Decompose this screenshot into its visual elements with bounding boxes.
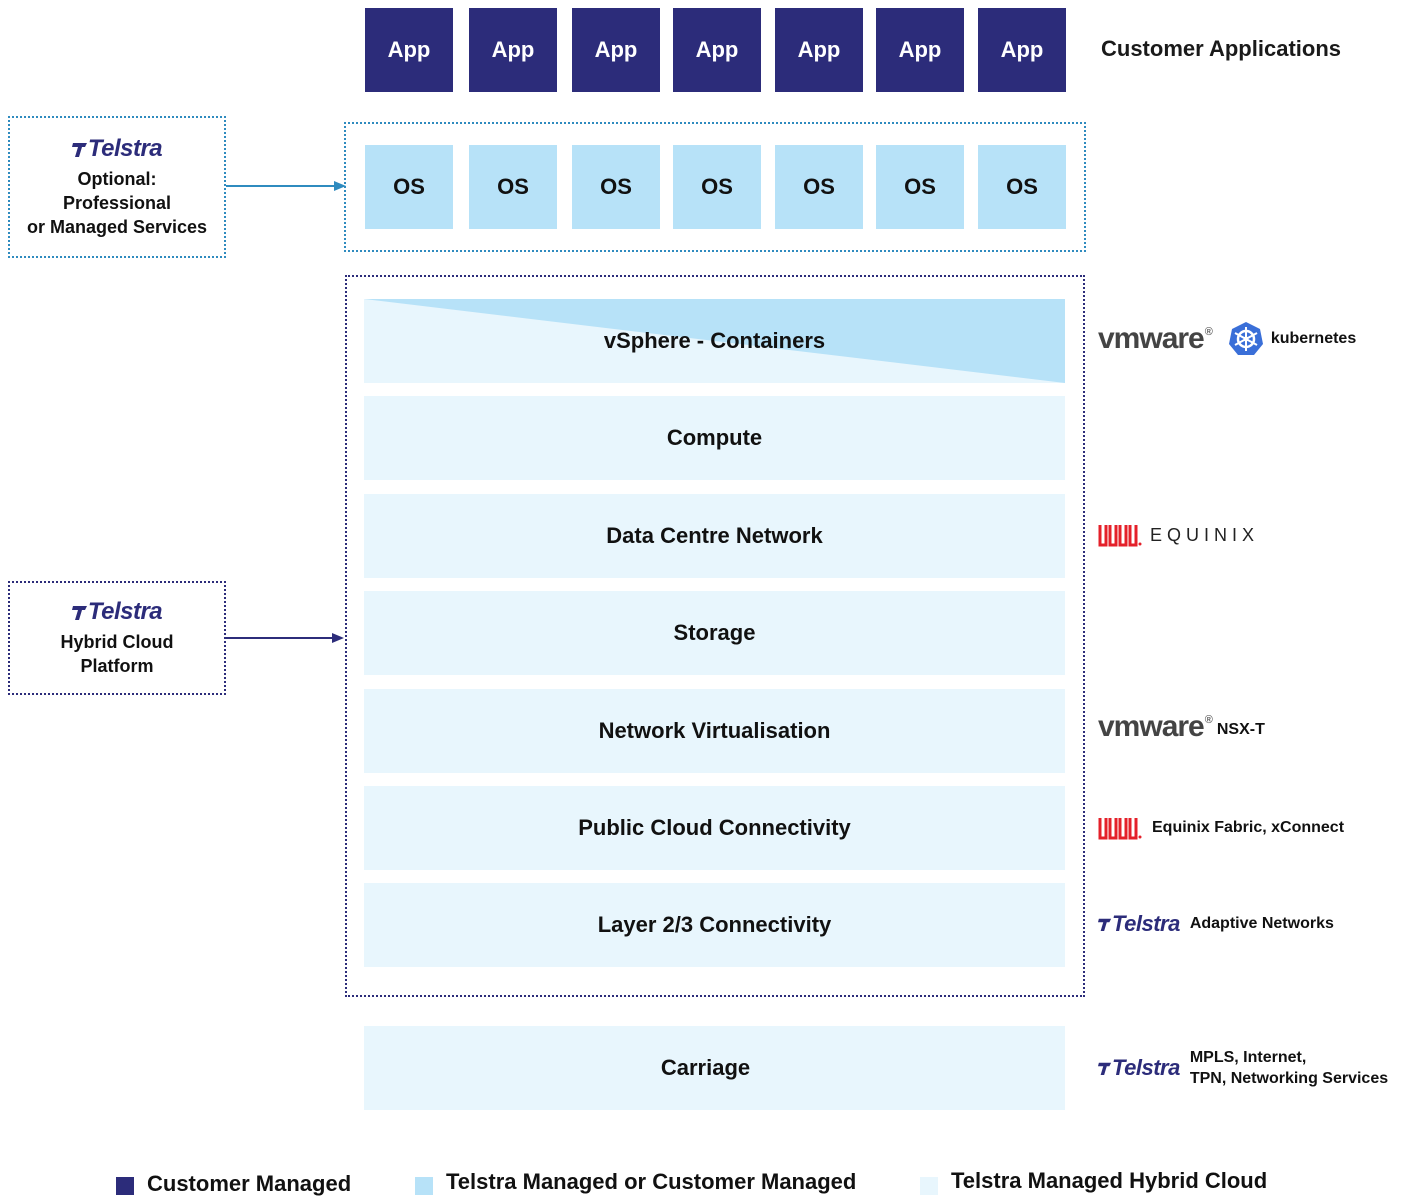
app-label: App [797,37,841,62]
vendor-telstra-adaptive: Telstra Adaptive Networks [1098,911,1334,937]
optional-services-callout: Telstra Optional: Professional or Manage… [8,116,226,258]
app-box: App [673,8,761,92]
legend-label: Telstra Managed Hybrid Cloud [951,1168,1268,1193]
equinix-fabric-label: Equinix Fabric, xConnect [1152,819,1345,836]
app-box: App [775,8,863,92]
customer-applications-label: Customer Applications [1101,36,1341,61]
hybrid-cloud-callout: Telstra Hybrid Cloud Platform [8,581,226,695]
layer-label: Layer 2/3 Connectivity [597,912,832,937]
adaptive-networks-label: Adaptive Networks [1189,915,1334,932]
app-box: App [469,8,557,92]
os-label: OS [1006,174,1038,199]
app-box: App [978,8,1066,92]
os-box: OS [572,145,660,229]
carriage-line: MPLS, Internet, [1189,1049,1307,1066]
app-box: App [572,8,660,92]
layer-layer23-connectivity: Layer 2/3 Connectivity [364,883,1065,967]
carriage-services: MPLS, Internet, TPN, Networking Services [1190,1047,1388,1089]
telstra-wordmark: Telstra [87,598,163,625]
registered-mark-icon: ® [1204,714,1213,726]
telstra-logo: Telstra [71,135,163,163]
telstra-wordmark: Telstra [1112,911,1180,936]
os-box: OS [365,145,453,229]
equinix-icon [1098,818,1142,840]
app-box: App [365,8,453,92]
os-label: OS [393,174,425,199]
callout-line: or Managed Services [26,217,208,237]
os-box: OS [978,145,1066,229]
equinix-icon [1098,525,1142,547]
telstra-logo: Telstra [71,598,163,626]
callout-line: Professional [62,193,172,213]
layer-public-cloud-connectivity: Public Cloud Connectivity [364,786,1065,870]
arrow-optional-to-os [226,181,346,191]
app-label: App [594,37,638,62]
layer-data-centre-network: Data Centre Network [364,494,1065,578]
layer-label: Compute [666,425,763,450]
legend-swatch-customer [116,1177,134,1195]
callout-line: Hybrid Cloud [60,632,174,652]
telstra-t-icon [1098,1062,1112,1075]
telstra-wordmark: Telstra [87,135,163,162]
app-label: App [491,37,535,62]
os-box: OS [673,145,761,229]
legend-label: Telstra Managed or Customer Managed [446,1169,857,1194]
vendor-equinix: EQUINIX [1098,523,1259,547]
os-box: OS [469,145,557,229]
kubernetes-icon [1228,322,1263,355]
nsx-label: NSX-T [1216,721,1265,738]
vendor-vmware-kubernetes: vmware ® kubernetes [1098,320,1356,358]
os-label: OS [904,174,936,199]
arrow-platform-to-stack [226,633,344,643]
telstra-wordmark: Telstra [1112,1055,1180,1080]
os-label: OS [803,174,835,199]
telstra-t-icon [1098,918,1112,931]
os-label: OS [497,174,529,199]
legend-swatch-telstra-or-customer [415,1177,433,1195]
kubernetes-label: kubernetes [1270,330,1357,347]
telstra-logo: Telstra [1098,911,1180,937]
layer-network-virtualisation: Network Virtualisation [364,689,1065,773]
app-label: App [898,37,942,62]
layer-vsphere-containers: vSphere - Containers [364,299,1065,383]
containers-wedge [364,299,1065,383]
layer-compute: Compute [364,396,1065,480]
app-label: App [1000,37,1044,62]
os-box: OS [775,145,863,229]
layer-carriage: Carriage [364,1026,1065,1110]
vmware-logo: vmware [1098,710,1205,743]
layer-label: Storage [673,620,756,645]
platform-stack-border [345,275,1085,997]
vendor-vmware-nsx: vmware ® NSX-T [1098,710,1265,744]
callout-line: Platform [80,656,154,676]
app-label: App [387,37,431,62]
app-label: App [695,37,739,62]
layer-label: Carriage [660,1055,751,1080]
callout-line: Optional: [77,169,157,189]
telstra-logo: Telstra [1098,1055,1180,1081]
vmware-logo: vmware [1098,322,1205,355]
vendor-telstra-carriage: Telstra MPLS, Internet, TPN, Networking … [1098,1047,1388,1089]
legend-label: Customer Managed [147,1171,352,1196]
telstra-t-icon [71,143,87,157]
layer-label: Public Cloud Connectivity [578,815,851,840]
os-box: OS [876,145,964,229]
os-label: OS [701,174,733,199]
carriage-line: TPN, Networking Services [1189,1070,1389,1087]
equinix-label: EQUINIX [1150,524,1260,545]
legend-swatch-telstra-hybrid [920,1177,938,1195]
layer-label: vSphere - Containers [603,328,826,353]
vendor-equinix-fabric: Equinix Fabric, xConnect [1098,816,1344,840]
os-group-border [344,122,1086,252]
telstra-t-icon [71,606,87,620]
app-box: App [876,8,964,92]
os-label: OS [600,174,632,199]
layer-label: Data Centre Network [606,523,823,548]
layer-label: Network Virtualisation [598,718,831,743]
registered-mark-icon: ® [1204,326,1213,338]
layer-storage: Storage [364,591,1065,675]
